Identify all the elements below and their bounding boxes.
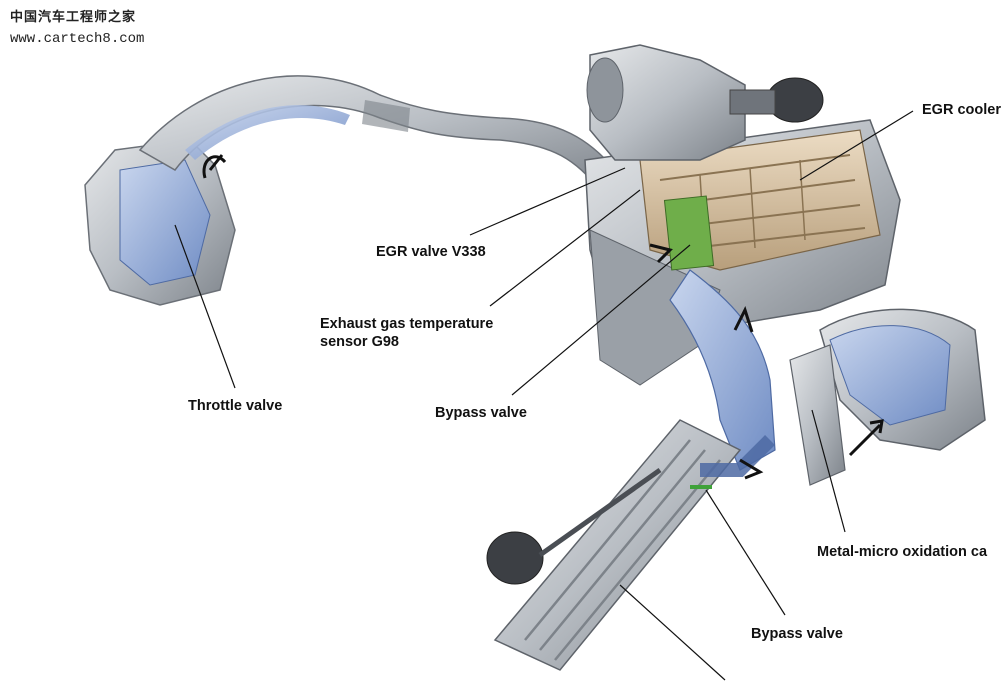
watermark-site-name: 中国汽车工程师之家 <box>10 10 137 25</box>
label-exhaust-sensor-line2: sensor G98 <box>320 334 399 350</box>
label-egr-cooler: EGR cooler <box>922 102 1001 118</box>
label-bypass-valve-lower: Bypass valve <box>751 626 843 642</box>
leader-lines <box>174 110 914 681</box>
label-throttle-valve: Throttle valve <box>188 398 283 414</box>
lower-cooler-assembly <box>486 419 775 671</box>
label-bypass-valve-upper: Bypass valve <box>435 405 527 421</box>
bypass-pipe <box>649 243 776 471</box>
temperature-sensor <box>663 195 715 271</box>
egr-valve-actuator <box>586 44 824 161</box>
exhaust-manifold <box>819 308 986 457</box>
throttle-housing <box>84 139 236 306</box>
label-exhaust-sensor-line1: Exhaust gas temperature <box>320 316 494 332</box>
label-exhaust-gas-temperature-sensor: Exhaust gas temperature sensor G98 <box>320 315 493 351</box>
watermark-url: www.cartech8.com <box>10 31 145 47</box>
oxidation-catalyst <box>789 344 846 486</box>
label-metal-micro-oxidation-catalyst: Metal-micro oxidation ca <box>817 544 988 560</box>
label-egr-valve: EGR valve V338 <box>376 244 486 260</box>
